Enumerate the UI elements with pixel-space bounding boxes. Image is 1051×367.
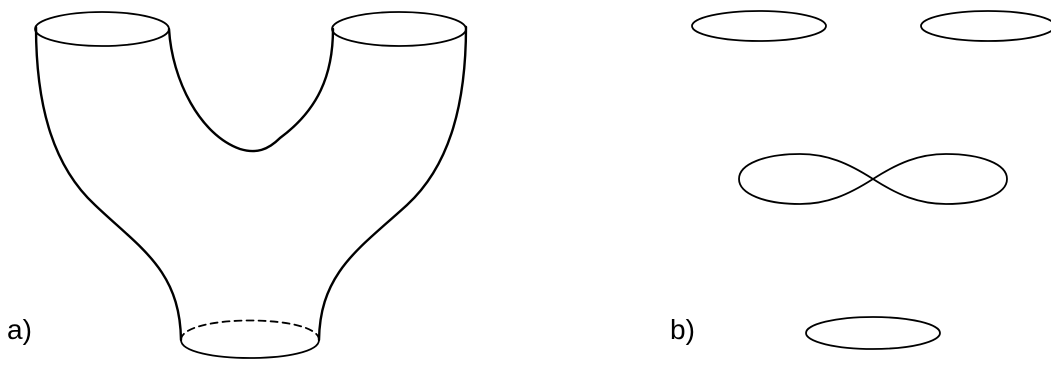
top-left-boundary-circle	[34, 11, 170, 47]
bottom-slice-circle	[805, 316, 941, 350]
inner-crotch-curve	[167, 27, 335, 153]
figure-eight-right-lobe	[872, 153, 1008, 205]
panel-a-label: a)	[7, 314, 32, 345]
top-right-boundary-circle	[331, 11, 467, 47]
pair-of-pants-surface	[34, 11, 468, 359]
bottom-circle-front	[180, 339, 320, 359]
top-right-slice-circle	[920, 10, 1051, 42]
right-outer-side	[317, 25, 468, 342]
bottom-circle-back-dashed	[180, 319, 320, 341]
figure-eight-left-lobe	[738, 153, 874, 205]
panel-b-label: b)	[670, 314, 695, 345]
top-left-slice-circle	[691, 10, 827, 42]
level-set-slices	[691, 10, 1051, 350]
left-outer-side	[34, 25, 183, 342]
